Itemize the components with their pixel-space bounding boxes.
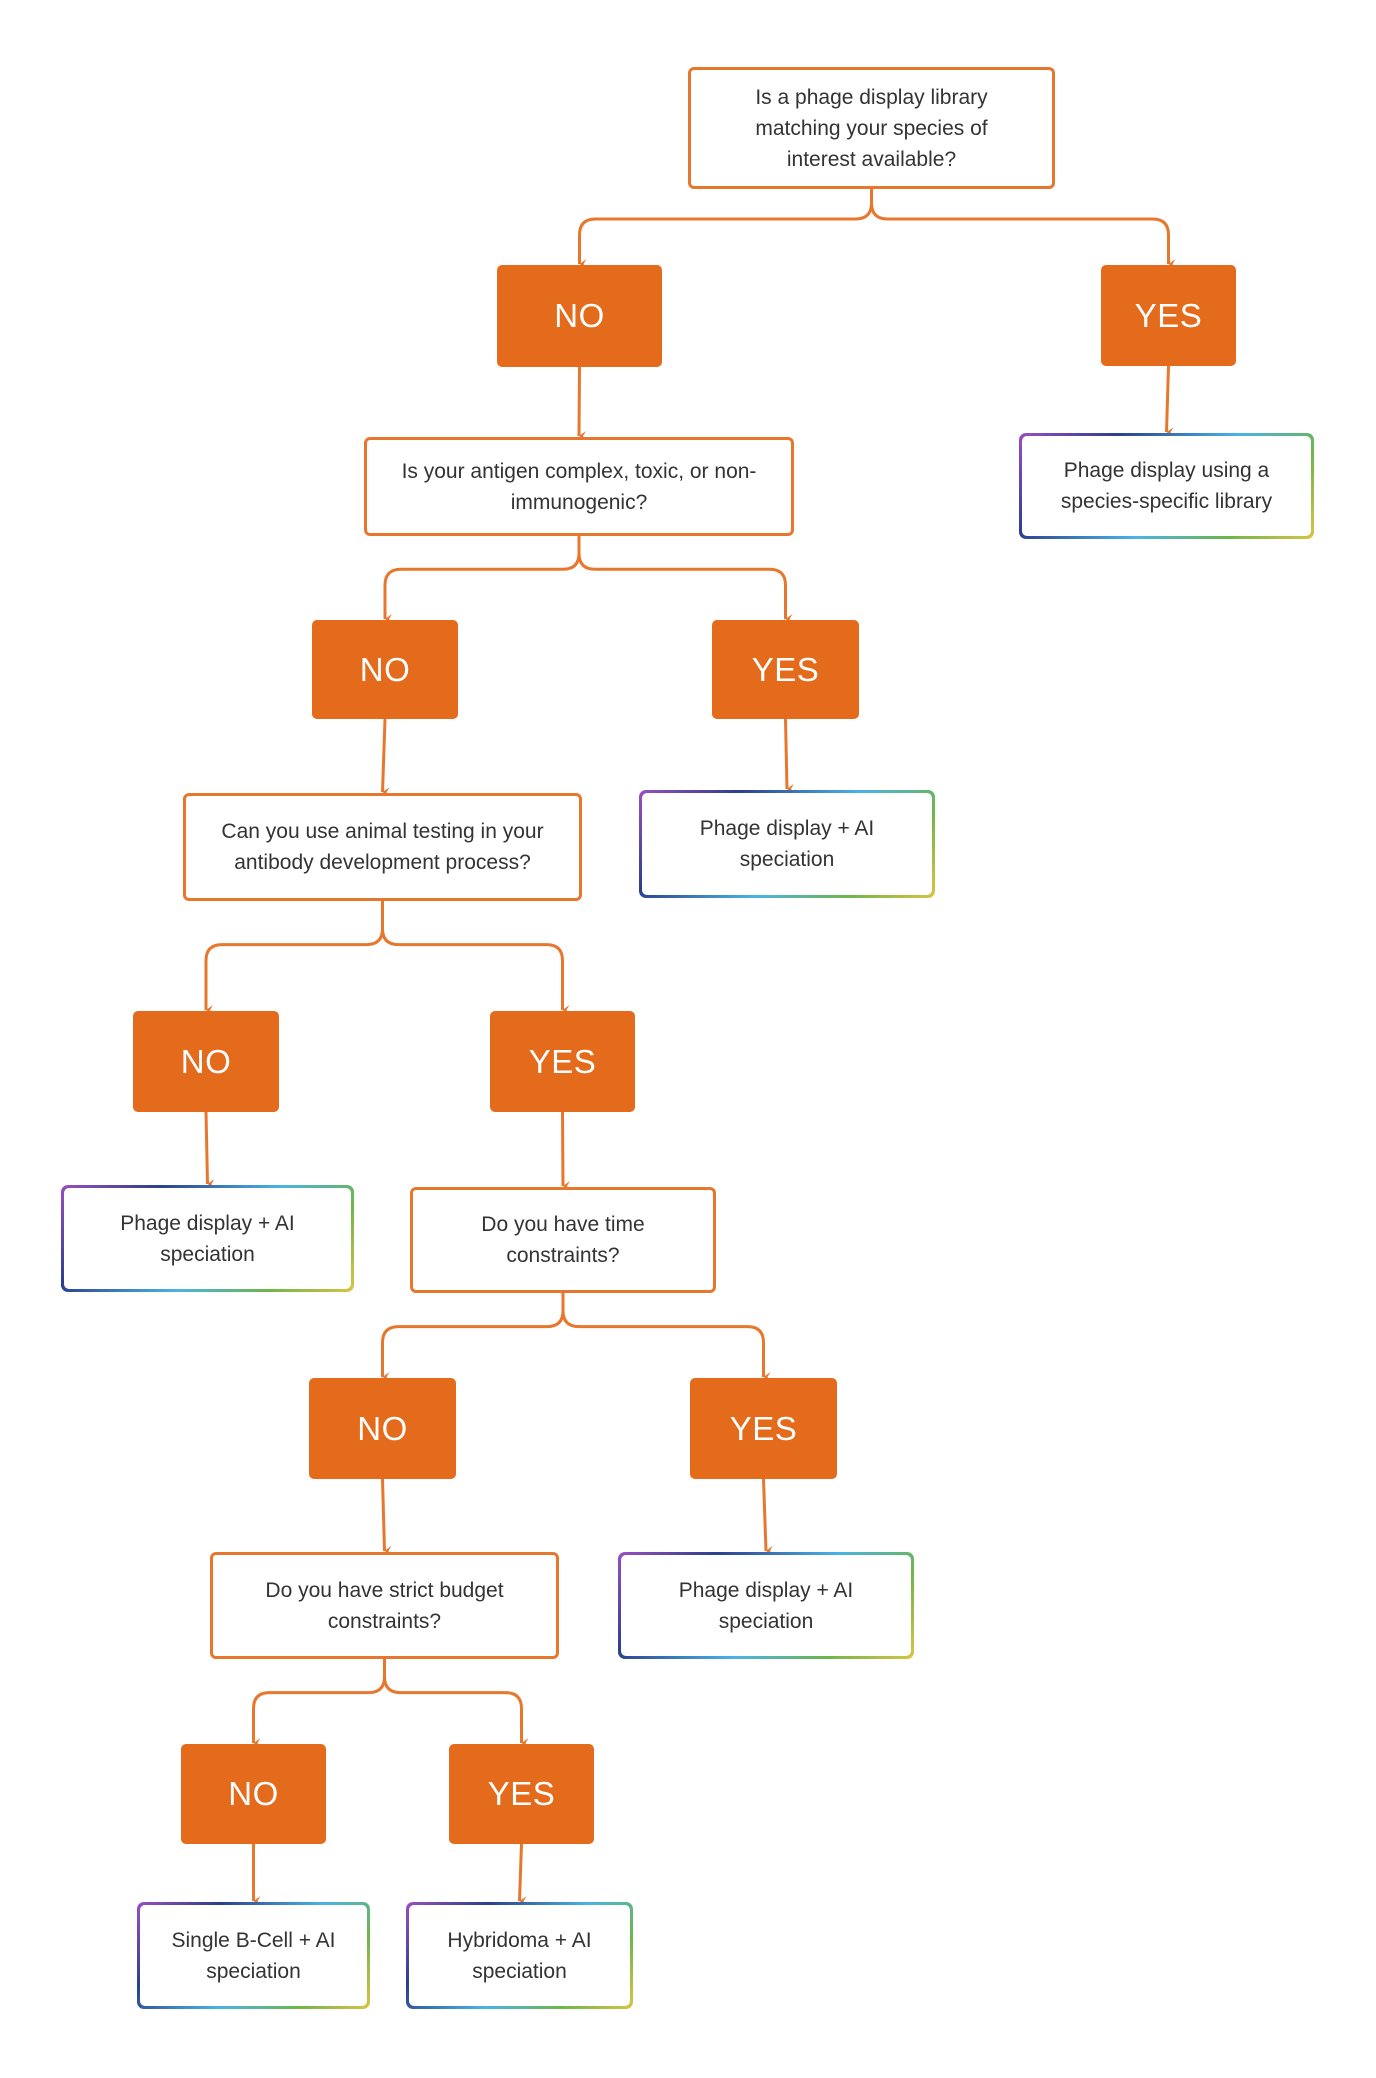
answer-label: YES [487,1775,556,1812]
connector-arrow-q1-to-a1-yes [870,189,1176,269]
result-node-phage-ai: Phage display + AI speciation [639,790,935,898]
connector-arrow-a3-yes-to-q4 [561,1111,571,1191]
connector-arrow-q5-to-a5-yes [383,1659,529,1748]
answer-yes-badge: YES [712,620,859,719]
connector-arrow-q3-to-a3-no [204,901,384,1015]
result-text: Hybridoma + AI speciation [447,1928,592,1983]
answer-yes-badge: YES [449,1744,594,1844]
answer-label: YES [1134,296,1203,334]
result-node-phage-ai: Phage display + AI speciation [618,1552,914,1659]
connector-arrow-q2-to-a2-yes [577,536,793,624]
question-node-time-constraints: Do you have time constraints? [410,1187,716,1293]
answer-yes-badge: YES [690,1378,837,1479]
answer-no-badge: NO [497,265,662,367]
result-text: Phage display + AI speciation [678,1578,854,1633]
answer-yes-badge: YES [490,1011,635,1112]
connector-arrow-a1-yes-to-r1 [1165,365,1174,438]
connector-arrow-a3-no-to-r3 [204,1111,215,1189]
connector-arrow-q3-to-a3-yes [381,901,570,1015]
answer-label: YES [751,650,820,688]
answer-no-badge: NO [181,1744,326,1844]
result-text: Phage display using a species-specific l… [1060,459,1273,513]
connector-arrow-a4-no-to-q5 [381,1478,392,1556]
result-node-single-b-cell: Single B-Cell + AI speciation [137,1902,370,2009]
answer-label: NO [359,650,411,688]
answer-label: NO [357,1409,408,1447]
answer-label: YES [729,1409,798,1447]
question-text: Can you use animal testing in your antib… [221,820,544,874]
question-text: Is your antigen complex, toxic, or non-i… [401,459,757,514]
answer-label: NO [554,297,605,334]
question-text: Do you have strict budget constraints? [265,1578,504,1633]
connector-arrow-a1-no-to-q2 [577,366,587,442]
question-node-species-library: Is a phage display library matching your… [688,67,1055,189]
result-text: Phage display + AI speciation [120,1211,295,1266]
answer-no-badge: NO [133,1011,279,1112]
connector-arrow-a5-yes-to-r6 [518,1843,527,1907]
connector-arrow-q2-to-a2-no [383,536,581,624]
question-text: Do you have time constraints? [481,1213,645,1267]
question-text: Is a phage display library matching your… [755,85,988,171]
answer-label: NO [228,1775,279,1812]
result-node-hybridoma: Hybridoma + AI speciation [406,1902,633,2009]
answer-no-badge: NO [309,1378,456,1479]
connector-arrow-q4-to-a4-yes [561,1293,771,1382]
answer-no-badge: NO [312,620,458,719]
connector-arrow-q5-to-a5-no [252,1659,386,1748]
answer-yes-badge: YES [1101,265,1236,366]
connector-arrow-q4-to-a4-no [381,1293,565,1382]
question-node-animal-testing: Can you use animal testing in your antib… [183,793,582,901]
connector-arrow-q1-to-a1-no [578,189,873,269]
question-node-budget-constraints: Do you have strict budget constraints? [210,1552,559,1659]
answer-label: NO [180,1042,232,1080]
connector-arrow-a2-yes-to-r2 [784,718,795,794]
result-text: Phage display + AI speciation [699,817,875,871]
result-text: Single B-Cell + AI speciation [171,1928,336,1983]
question-node-antigen: Is your antigen complex, toxic, or non-i… [364,437,794,536]
answer-label: YES [528,1042,597,1080]
connector-arrow-a4-yes-to-r4 [762,1478,774,1556]
result-node-species-specific-library: Phage display using a species-specific l… [1019,433,1314,539]
connector-arrow-a2-no-to-q3 [381,718,390,798]
result-node-phage-ai: Phage display + AI speciation [61,1185,354,1292]
